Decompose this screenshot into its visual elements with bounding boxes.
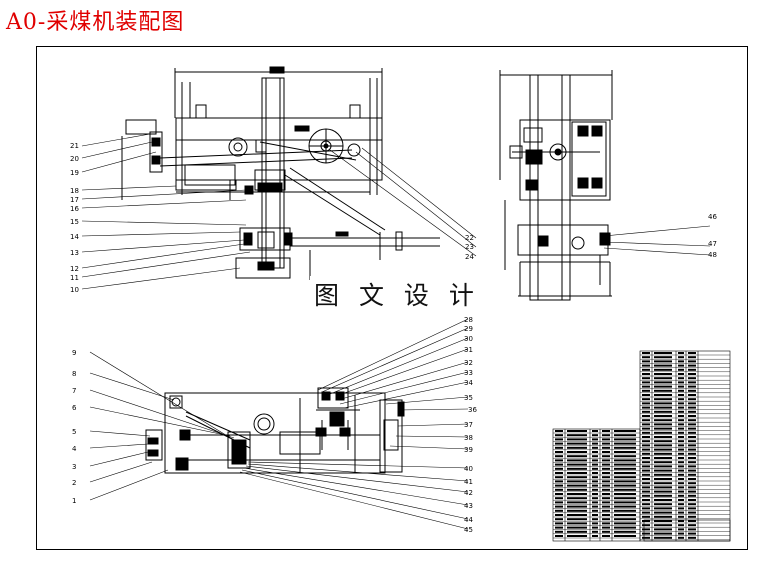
part-number-label: 23 bbox=[465, 243, 474, 251]
part-number-label: 12 bbox=[70, 265, 79, 273]
part-number-label: 40 bbox=[464, 465, 473, 473]
part-number-label: 41 bbox=[464, 478, 473, 486]
part-number-label: 5 bbox=[72, 428, 76, 436]
part-number-label: 39 bbox=[464, 446, 473, 454]
part-number-label: 32 bbox=[464, 359, 473, 367]
part-number-label: 15 bbox=[70, 218, 79, 226]
part-number-label: 47 bbox=[708, 240, 717, 248]
part-number-label: 16 bbox=[70, 205, 79, 213]
part-number-label: 46 bbox=[708, 213, 717, 221]
part-number-label: 24 bbox=[465, 253, 474, 261]
part-number-label: 29 bbox=[464, 325, 473, 333]
part-number-label: 18 bbox=[70, 187, 79, 195]
part-number-label: 6 bbox=[72, 404, 77, 412]
parts-list-cell-text bbox=[555, 352, 696, 539]
front-elevation-view bbox=[121, 66, 440, 280]
part-number-label: 37 bbox=[464, 421, 473, 429]
part-number-labels: 1234567891011121314151617181920212223242… bbox=[70, 142, 717, 534]
plan-view-leader-lines bbox=[89, 318, 469, 530]
part-number-label: 28 bbox=[464, 316, 473, 324]
part-number-label: 43 bbox=[464, 502, 473, 510]
part-number-label: 4 bbox=[72, 445, 77, 453]
part-number-label: 21 bbox=[70, 142, 79, 150]
parts-list-table bbox=[552, 350, 731, 542]
part-number-label: 22 bbox=[465, 234, 474, 242]
part-number-label: 30 bbox=[464, 335, 473, 343]
part-number-label: 7 bbox=[72, 387, 76, 395]
part-number-label: 9 bbox=[72, 349, 76, 357]
watermark: 图 文 设 计 bbox=[310, 276, 484, 312]
part-number-label: 13 bbox=[70, 249, 79, 257]
part-number-label: 44 bbox=[464, 516, 473, 524]
part-number-label: 2 bbox=[72, 479, 76, 487]
parts-list-rows bbox=[553, 354, 730, 540]
part-number-label: 33 bbox=[464, 369, 473, 377]
part-number-label: 45 bbox=[464, 526, 473, 534]
part-number-label: 11 bbox=[70, 274, 79, 282]
front-view-leader-lines bbox=[81, 133, 477, 290]
part-number-label: 20 bbox=[70, 155, 79, 163]
part-number-label: 8 bbox=[72, 370, 76, 378]
part-number-label: 19 bbox=[70, 169, 79, 177]
side-elevation-view bbox=[499, 70, 613, 301]
part-number-label: 48 bbox=[708, 251, 717, 259]
part-number-label: 1 bbox=[72, 497, 76, 505]
part-number-label: 17 bbox=[70, 196, 79, 204]
part-number-label: 42 bbox=[464, 489, 473, 497]
part-number-label: 34 bbox=[464, 379, 473, 387]
side-view-leader-lines bbox=[603, 225, 711, 256]
part-number-label: 35 bbox=[464, 394, 473, 402]
part-number-label: 38 bbox=[464, 434, 473, 442]
drawing-title: A0-采煤机装配图 bbox=[6, 10, 185, 35]
part-number-label: 14 bbox=[70, 233, 79, 241]
part-number-label: 36 bbox=[468, 406, 477, 414]
part-number-label: 31 bbox=[464, 346, 473, 354]
part-number-label: 10 bbox=[70, 286, 79, 294]
drawing-frame bbox=[36, 46, 748, 550]
plan-view bbox=[145, 387, 405, 474]
part-number-label: 3 bbox=[72, 463, 76, 471]
